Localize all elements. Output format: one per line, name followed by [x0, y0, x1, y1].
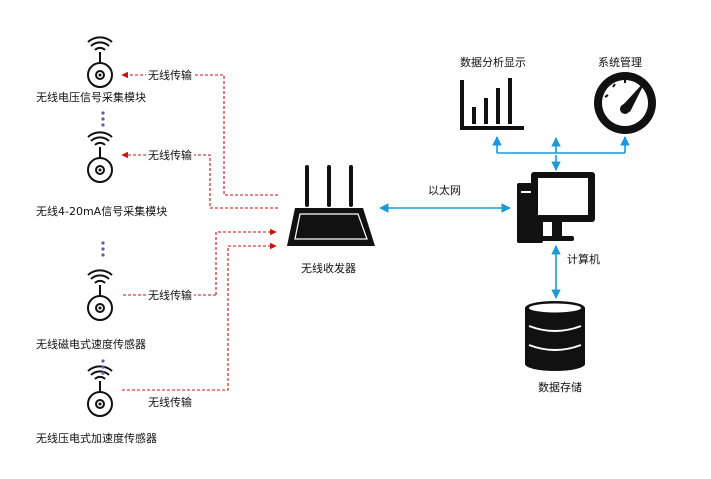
router-icon — [287, 165, 375, 246]
sensor-label-2: 无线4-20mA信号采集模块 — [36, 205, 168, 218]
storage-label: 数据存储 — [538, 381, 582, 394]
wireless-link-3 — [215, 228, 277, 295]
computer-label: 计算机 — [567, 253, 600, 266]
wireless-label-4: 无线传输 — [146, 396, 194, 409]
sensor-label-4: 无线压电式加速度传感器 — [36, 432, 157, 445]
sensor-icon-3 — [87, 269, 113, 321]
desktop-computer-icon — [517, 172, 595, 243]
ethernet-label: 以太网 — [428, 184, 461, 197]
ellipsis-dots-2 — [101, 241, 105, 257]
wireless-link-2 — [121, 151, 278, 209]
ellipsis-dots-3 — [101, 359, 105, 375]
wireless-label-1: 无线传输 — [146, 69, 194, 82]
sensor-icon-2 — [87, 131, 113, 183]
sensor-label-1: 无线电压信号采集模块 — [36, 91, 146, 104]
analysis-label: 数据分析显示 — [460, 56, 526, 69]
sensor-label-3: 无线磁电式速度传感器 — [36, 338, 146, 351]
management-bus — [492, 136, 630, 171]
wireless-link-4 — [122, 242, 277, 391]
sensor-icon-1 — [87, 36, 113, 88]
bar-chart-icon — [460, 78, 524, 130]
wireless-label-2: 无线传输 — [146, 149, 194, 162]
gauge-icon — [594, 72, 656, 134]
ellipsis-dots-1 — [101, 111, 105, 127]
router-label: 无线收发器 — [301, 262, 356, 275]
wireless-label-3: 无线传输 — [146, 289, 194, 302]
database-icon — [525, 301, 585, 371]
management-label: 系统管理 — [598, 56, 642, 69]
sensor-icon-4 — [87, 365, 113, 417]
